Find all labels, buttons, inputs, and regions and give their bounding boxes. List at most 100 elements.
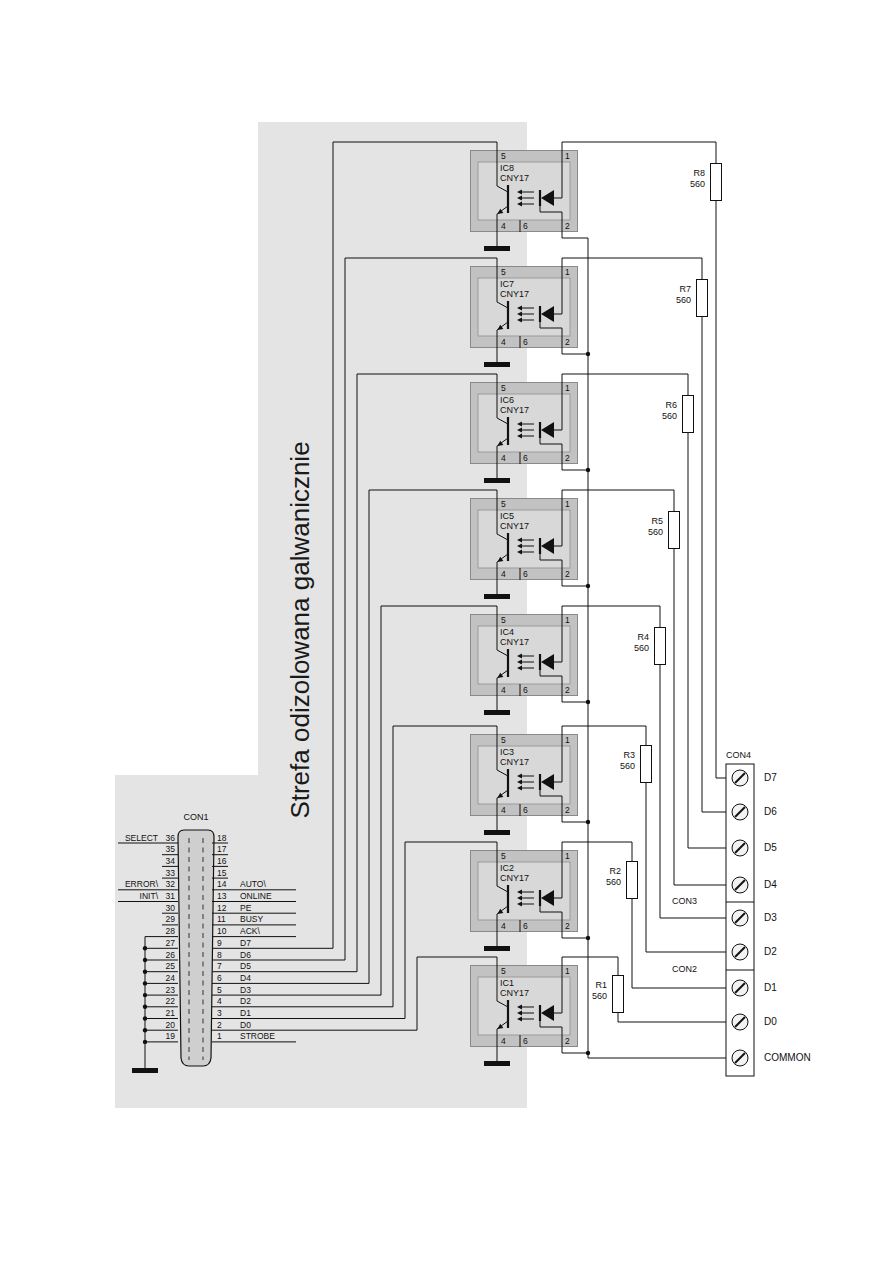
pin-number: 3 [217,1009,222,1018]
light-ray-head [517,1005,522,1010]
signal-name: ONLINE [240,892,272,901]
optocoupler-symbol [470,498,578,580]
terminal-divider [726,970,754,971]
light-ray-head [517,190,522,195]
terminal-name: D4 [764,879,777,891]
signal-name: D6 [240,951,251,960]
ground-symbol [484,710,510,715]
pin-number: 26 [166,951,175,960]
light-ray [520,788,534,789]
screw-terminal [732,910,748,926]
base-bar [507,301,509,329]
terminal-block [726,764,754,1076]
pin-line [145,1018,178,1019]
pin-number: 1 [565,966,570,976]
pin-number: 22 [166,997,175,1006]
pin-number: 17 [217,845,226,854]
ground-symbol [484,478,510,483]
pin-number: 8 [217,951,222,960]
common-wire [562,580,588,586]
pin-number: 5 [501,735,506,745]
optocoupler: IC5 CNY1751462 [470,498,578,580]
pin-number: 4 [501,221,506,231]
pin-number: 2 [565,921,570,931]
signal-name: D2 [240,997,251,1006]
screw-terminal [732,877,748,893]
cathode-line [540,790,562,804]
pin-number: 2 [565,569,570,579]
signal-name: D1 [240,1009,251,1018]
pin-number: 33 [166,869,175,878]
pin-number: 2 [565,453,570,463]
pin-line [562,150,563,162]
pin-number: 18 [217,834,226,843]
screw-terminal [732,840,748,856]
emitter-arrow [498,1024,504,1029]
pin-number: 35 [166,845,175,854]
pin-number: 1 [565,615,570,625]
ground-wire [497,816,498,830]
screw-slot [735,947,745,957]
resistor-symbol: R4560 [654,627,666,665]
light-ray-head [517,1011,522,1016]
resistor-symbol: R6560 [682,395,694,433]
emitter-line [497,322,508,336]
light-ray-head [517,660,522,665]
light-ray [520,198,534,199]
screw-terminal [732,980,748,996]
screw-slot [735,880,745,890]
emitter-line [497,790,508,804]
ground-symbol [132,1068,158,1073]
emitter-arrow [498,793,504,798]
pin-number: 30 [166,904,175,913]
part-name: R6 [662,400,677,411]
part-name: IC8 CNY17 [500,163,534,183]
package-outline [471,267,578,348]
light-ray-head [517,550,522,555]
ground-wire [497,348,498,362]
part-value: 560 [606,877,621,888]
pin-number: 29 [166,915,175,924]
common-wire [562,816,588,822]
optocoupler-symbol [470,734,578,816]
part-name: IC3 CNY17 [500,747,534,767]
emitter-line [497,554,508,568]
pin-number: 4 [501,569,506,579]
part-name: R1 [592,980,607,991]
anode-line [554,626,562,662]
terminal-name: D6 [764,806,777,818]
led-bar [539,774,541,790]
pin-line [562,266,563,278]
anode-line [554,510,562,546]
pin-line [212,924,296,925]
base-bar [507,417,509,445]
pin-line [562,452,563,464]
resistor-label: R1560 [592,980,607,1002]
light-ray-head [517,306,522,311]
emitter-arrow [498,557,504,562]
screw-terminal [732,1014,748,1030]
light-ray-head [517,1017,522,1022]
signal-name: BUSY [240,915,263,924]
light-ray-head [517,202,522,207]
light-ray [520,776,534,777]
ground-symbol [484,594,510,599]
resistor-label: R6560 [662,400,677,422]
package-body [478,510,570,568]
light-ray-head [517,654,522,659]
package-body [478,162,570,220]
led-triangle [541,890,554,906]
cathode-line [540,322,562,336]
led-bar [539,306,541,322]
optocoupler-symbol [470,266,578,348]
led-bar [539,538,541,554]
emitter-line [497,438,508,452]
pin-number: 5 [217,986,222,995]
pin-connector [562,374,688,395]
pin-line [562,382,563,394]
pin-number: 2 [565,685,570,695]
package-outline [471,383,578,464]
emitter-arrow [498,441,504,446]
